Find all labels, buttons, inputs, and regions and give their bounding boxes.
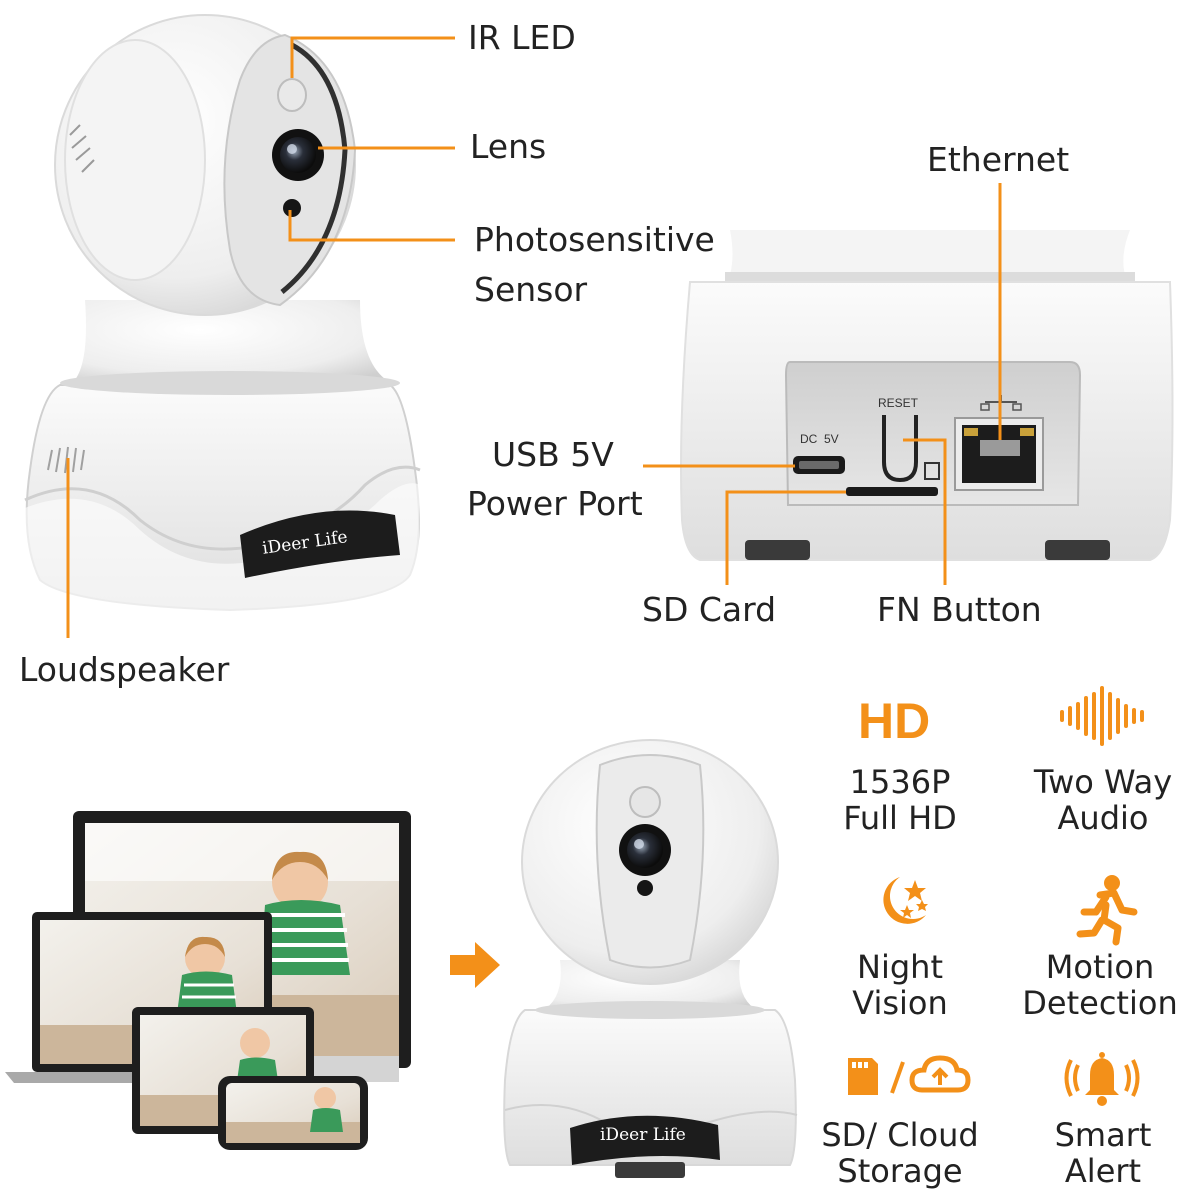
feature-alert: Smart Alert	[1003, 1116, 1200, 1190]
feature-storage-line1: SD/ Cloud	[821, 1116, 979, 1154]
port-reset-label: RESET	[878, 396, 919, 410]
camera-front-small	[503, 739, 798, 1178]
feature-hd-line2: Full HD	[843, 798, 957, 837]
running-person-icon	[1076, 875, 1138, 946]
brand-logo-small: iDeer Life	[600, 1125, 686, 1145]
feature-hd-line1: 1536P	[849, 763, 951, 801]
sound-wave-icon	[1060, 686, 1144, 746]
feature-alert-line2: Alert	[1064, 1151, 1142, 1190]
callout-usb-line2: Power Port	[467, 484, 643, 523]
feature-storage: SD/ Cloud Storage	[800, 1116, 1000, 1190]
callout-lines-front	[66, 36, 455, 638]
feature-audio-line2: Audio	[1057, 798, 1149, 837]
callout-loudspeaker: Loudspeaker	[19, 650, 230, 689]
callout-photosensor-line1: Photosensitive	[474, 220, 715, 259]
port-dc-label: DC 5V	[800, 432, 839, 446]
callout-fn-button: FN Button	[877, 590, 1042, 629]
feature-audio-line1: Two Way	[1033, 763, 1173, 801]
moon-stars-icon	[883, 877, 928, 924]
feature-night-line2: Vision	[852, 983, 948, 1022]
multi-device-screens	[5, 811, 411, 1150]
callout-lines-rear	[643, 183, 1002, 585]
callout-ethernet: Ethernet	[927, 140, 1070, 179]
feature-motion-line2: Detection	[1022, 983, 1178, 1022]
arrow-right-icon	[450, 942, 500, 988]
camera-rear	[680, 230, 1174, 561]
callout-sd-card: SD Card	[642, 590, 777, 629]
callout-photosensor-line2: Sensor	[474, 270, 588, 309]
feature-night: Night Vision	[800, 948, 1000, 1022]
hd-icon: HD	[858, 693, 931, 749]
feature-hd: 1536P Full HD	[800, 763, 1000, 837]
callout-lens: Lens	[470, 127, 547, 166]
callout-usb-line1: USB 5V	[492, 435, 614, 474]
feature-motion: Motion Detection	[1000, 948, 1200, 1022]
sd-cloud-icon	[848, 1055, 971, 1095]
bell-alert-icon	[1064, 1052, 1140, 1106]
feature-storage-line2: Storage	[837, 1151, 963, 1190]
camera-front	[20, 14, 421, 612]
feature-audio: Two Way Audio	[1003, 763, 1200, 837]
feature-motion-line1: Motion	[1045, 948, 1155, 986]
feature-alert-line1: Smart	[1054, 1116, 1152, 1154]
callout-ir-led: IR LED	[468, 18, 576, 57]
feature-night-line1: Night	[857, 948, 943, 986]
